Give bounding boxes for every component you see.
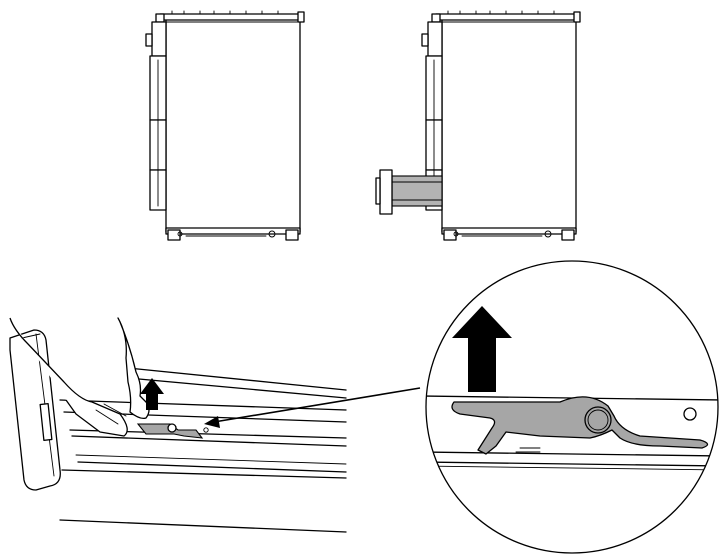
drawer-side-view-closed xyxy=(145,10,305,241)
drawer-side-view-extended xyxy=(375,10,581,241)
magnified-latch-detail xyxy=(425,260,719,554)
large-up-arrow-icon xyxy=(452,306,512,392)
drawer-perspective-view xyxy=(9,317,347,533)
pointer-arrow-icon xyxy=(204,387,421,428)
up-arrow-icon xyxy=(140,378,164,410)
